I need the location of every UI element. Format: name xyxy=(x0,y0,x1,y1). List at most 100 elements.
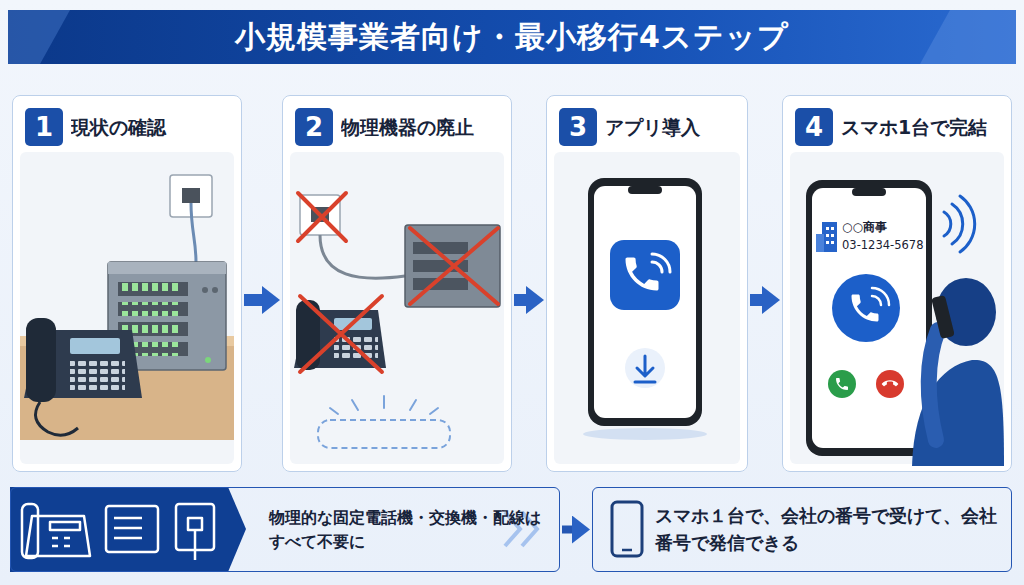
app-install-illustration xyxy=(588,178,702,426)
smartphone-call-illustration xyxy=(816,234,824,252)
smartphone-call-illustration xyxy=(931,295,955,339)
node-text: 物理機器の廃止 xyxy=(341,108,505,146)
bottom-banner-illustration xyxy=(26,516,90,556)
smartphone-call-illustration xyxy=(876,370,904,398)
node-text: 物理的な固定電話機・交換機・配線はすべて不要に xyxy=(269,506,545,552)
panel-grounds xyxy=(782,95,1012,472)
step-number: 4 xyxy=(805,114,823,140)
current-setup-illustration xyxy=(202,287,208,293)
flow-arrow xyxy=(244,294,262,306)
smartphone-call-illustration xyxy=(826,227,829,230)
phone-number: 03-1234-5678 xyxy=(842,238,923,252)
removed-equipment-illustration xyxy=(405,225,500,307)
panel-grounds xyxy=(20,152,234,464)
smartphone-call-illustration xyxy=(944,196,975,252)
current-setup-illustration xyxy=(36,402,79,435)
node-text: 現状の確認 xyxy=(71,108,235,146)
current-setup-illustration xyxy=(182,188,200,203)
current-setup-illustration xyxy=(70,360,125,390)
bottom-banner-illustration xyxy=(22,504,38,558)
removed-equipment-illustration xyxy=(294,193,500,448)
app-install-illustration xyxy=(625,348,665,388)
current-setup-illustration xyxy=(20,175,234,440)
title-banner xyxy=(8,10,1016,64)
current-setup-illustration xyxy=(118,302,188,316)
smartphone-call-illustration xyxy=(831,234,834,237)
step-panel: アプリ導入3 xyxy=(546,95,748,472)
smartphone-call-illustration xyxy=(832,274,900,342)
current-setup-illustration xyxy=(26,318,56,402)
summary-box: 物理的な固定電話機・交換機・配線はすべて不要に xyxy=(10,487,560,572)
removed-equipment-illustration xyxy=(298,193,346,241)
current-setup-illustration xyxy=(118,282,188,296)
panel-grounds xyxy=(12,95,242,472)
panel-grounds xyxy=(290,152,504,464)
step-panel: 物理機器の廃止 2 xyxy=(282,95,512,472)
app-install-illustration xyxy=(583,178,707,440)
removed-equipment-illustration xyxy=(330,396,438,414)
bottom-banner-illustration xyxy=(10,487,246,572)
smartphone-call-illustration xyxy=(831,227,834,230)
bottom-banner-illustration xyxy=(10,487,642,572)
bottom-banner-illustration xyxy=(106,506,158,552)
current-setup-illustration xyxy=(120,282,180,296)
app-install-illustration xyxy=(628,186,662,194)
step-panel: スマホ1台で完結 4 xyxy=(782,95,1012,472)
flow-arrow xyxy=(514,294,526,306)
smartphone-call-illustration xyxy=(882,376,899,393)
smartphone-call-illustration xyxy=(852,188,886,196)
smartphone-call-illustration xyxy=(822,222,837,252)
bottom-banner-illustration xyxy=(188,518,202,530)
app-install-illustration xyxy=(594,186,696,418)
current-setup-illustration xyxy=(212,287,218,293)
flow-arrow xyxy=(562,526,572,534)
title-banner xyxy=(8,10,70,64)
smartphone-call-illustration xyxy=(872,288,889,305)
current-setup-illustration xyxy=(205,357,211,363)
app-install-illustration xyxy=(635,356,655,382)
step-number: 1 xyxy=(35,114,53,140)
panel-grounds xyxy=(282,95,512,472)
app-install-illustration xyxy=(652,254,670,272)
summary-box: スマホ１台で、会社の番号で受けて、会社番号で発信できる xyxy=(592,487,1012,572)
step-number: 1 xyxy=(25,108,63,146)
bottom-banner-illustration xyxy=(622,549,632,552)
company-name: ○○商事 xyxy=(842,219,887,236)
step-number: 2 xyxy=(295,108,333,146)
removed-equipment-illustration xyxy=(318,420,450,448)
current-setup-illustration xyxy=(108,262,226,274)
step-number: 2 xyxy=(305,114,323,140)
smartphone-call-illustration xyxy=(836,378,848,390)
panel-grounds xyxy=(554,152,740,464)
smartphone-call-illustration xyxy=(929,330,938,440)
smartphone-call-illustration xyxy=(806,180,932,456)
app-install-illustration xyxy=(610,240,680,310)
smartphone-call-illustration xyxy=(812,188,926,448)
node-text: スマホ1台で完結 xyxy=(841,108,1005,146)
smartphone-call-illustration xyxy=(831,241,834,244)
bottom-banner-illustration xyxy=(114,518,142,538)
title-banner xyxy=(8,10,1016,64)
title-banner xyxy=(920,10,1016,64)
removed-equipment-illustration xyxy=(298,193,498,372)
bottom-banner-illustration xyxy=(612,502,642,556)
step-number: 3 xyxy=(559,108,597,146)
step-number: 3 xyxy=(569,114,587,140)
panel-grounds xyxy=(12,95,1012,472)
removed-equipment-illustration xyxy=(300,296,382,372)
smartphone-call-illustration xyxy=(826,241,829,244)
removed-equipment-illustration xyxy=(330,396,438,414)
bottom-banner-illustration xyxy=(50,522,80,530)
current-setup-illustration xyxy=(191,203,196,262)
panel-grounds xyxy=(546,95,748,472)
bottom-banner-illustration xyxy=(52,538,70,546)
bottom-banner-illustration xyxy=(194,530,197,560)
node-text: スマホ１台で、会社の番号で受けて、会社番号で発信できる xyxy=(655,503,997,555)
bottom-banner-illustration xyxy=(22,504,214,560)
removed-equipment-illustration xyxy=(320,235,405,278)
title: 小規模事業者向け・最小移行4ステップ xyxy=(8,10,1016,64)
current-setup-illustration xyxy=(70,338,120,354)
